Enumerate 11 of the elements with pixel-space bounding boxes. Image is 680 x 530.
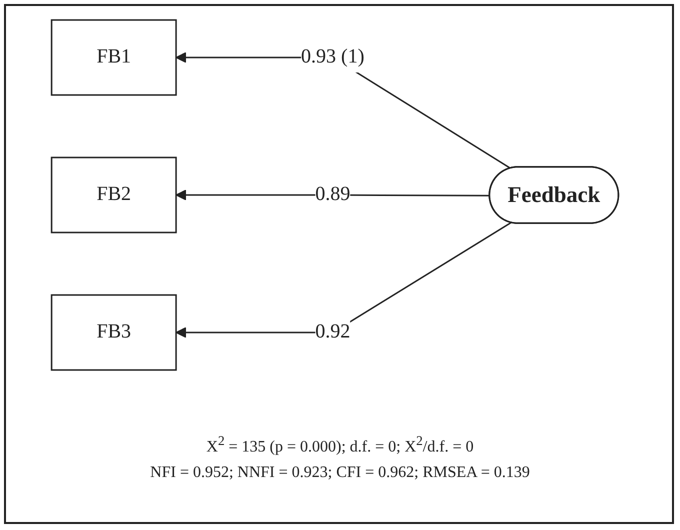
arrow bbox=[176, 222, 512, 338]
node-box bbox=[50, 294, 177, 371]
fit-statistics: NFI = 0.952; NNFI = 0.923; CFI = 0.962; RMSEA = 0.139 bbox=[150, 462, 530, 483]
node-box bbox=[50, 19, 177, 96]
path-diagram: 0.93 (1) 0.89 0.92 FB1 FB2 FB3 Feedback bbox=[20, 10, 650, 380]
edge-label: 0.89 bbox=[315, 184, 350, 205]
fit-statistics: X$^{2}$ = 135 (p = 0.000); d.f. = 0; X$^{2}$/d.f. = 0 bbox=[206, 432, 474, 458]
edge-label: 0.92 bbox=[315, 321, 350, 342]
node-box bbox=[50, 156, 177, 234]
arrow bbox=[176, 190, 490, 200]
edge-label: 0.93 (1) bbox=[301, 46, 364, 68]
